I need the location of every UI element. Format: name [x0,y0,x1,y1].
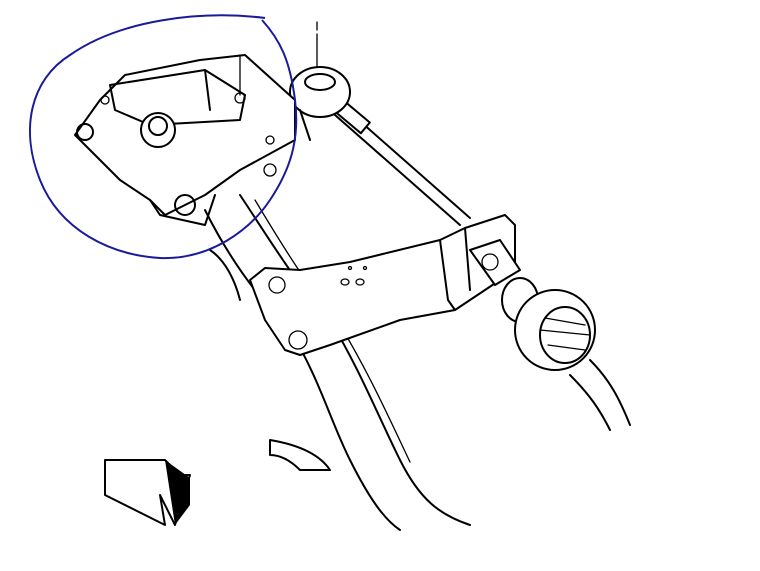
ball-joint [289,21,351,141]
shift-cable [469,239,631,431]
actuator-module [74,54,296,226]
annotation-circle [29,14,298,260]
mounting-bracket [249,214,516,356]
linkage-rod [329,95,471,226]
front-arrow-icon [104,459,191,526]
